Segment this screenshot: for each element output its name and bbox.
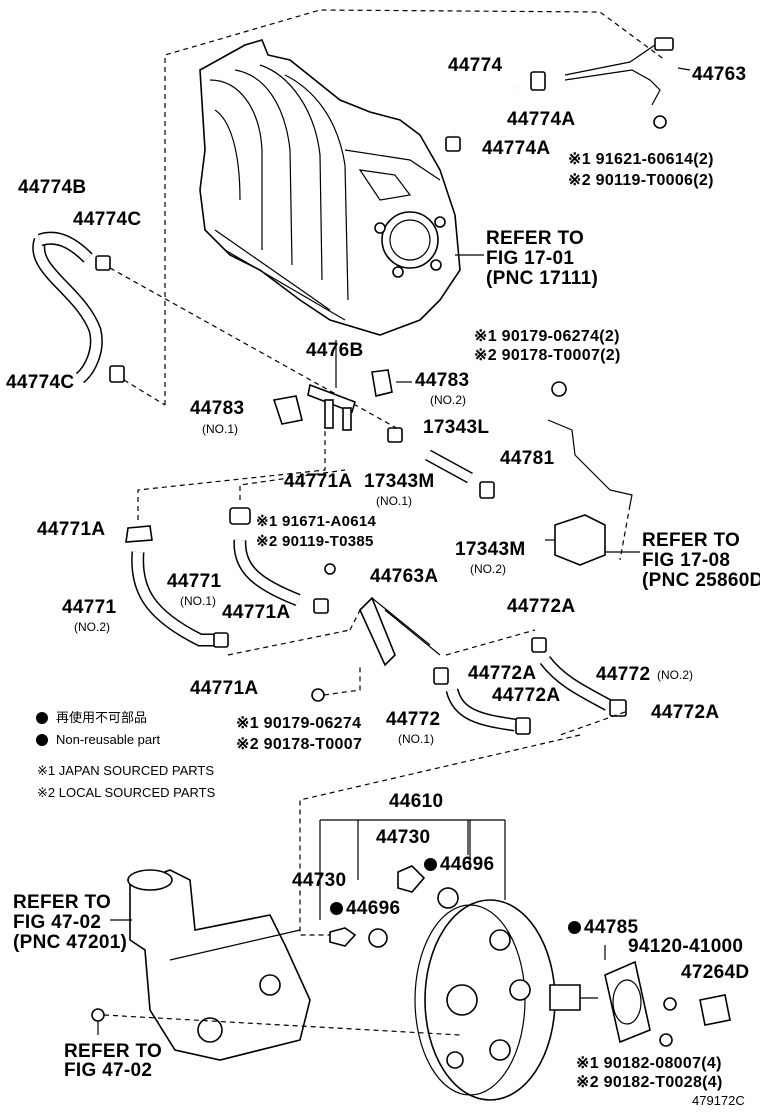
no2-label-b: (NO.2) — [470, 562, 506, 576]
part-44772-no1: 44772 — [386, 709, 441, 730]
refer-17-08-c: (PNC 25860D — [642, 570, 760, 591]
part-44696-a: 44696 — [424, 855, 494, 874]
refer-17-01-b: FIG 17-01 — [486, 248, 575, 269]
refer-17-01-c: (PNC 17111) — [486, 268, 599, 289]
part-44771-no1: 44771 — [167, 571, 222, 592]
master-cylinder-drawing — [127, 869, 311, 1061]
part-44772-no2: 44772 — [596, 664, 651, 685]
refer-17-01-a: REFER TO — [486, 228, 585, 249]
part-44772a-right: 44772A — [651, 702, 720, 723]
non-reusable-dot-icon — [330, 902, 343, 915]
part-44785: 44785 — [568, 918, 638, 937]
part-4476b: 4476B — [306, 340, 364, 361]
legend-en: Non-reusable part — [56, 732, 161, 747]
lc-90119-2: ※2 90119-T0385 — [256, 533, 374, 550]
brake-booster-drawing — [414, 899, 598, 1101]
part-44771a-top: 44771A — [284, 471, 353, 492]
refer-47-02b-b: FIG 47-02 — [64, 1060, 153, 1081]
illustration-number: 479172C — [692, 1093, 745, 1108]
part-47264d: 47264D — [681, 962, 750, 983]
part-44774c-2: 44774C — [6, 372, 75, 393]
part-17343m-no2: 17343M — [455, 539, 526, 560]
no1-label-b: (NO.1) — [376, 494, 412, 508]
part-44783-no1: 44783 — [190, 398, 245, 419]
part-44781: 44781 — [500, 448, 555, 469]
refer-17-08-b: FIG 17-08 — [642, 550, 731, 571]
jp-91621: ※1 91621-60614(2) — [568, 151, 714, 168]
part-44774c-1: 44774C — [73, 209, 142, 230]
part-44763a: 44763A — [370, 566, 439, 587]
part-44696-b: 44696 — [330, 899, 400, 918]
part-44730-a: 44730 — [376, 827, 431, 848]
jp-90179-b: ※1 90179-06274 — [236, 715, 362, 732]
note-local-sourced: ※2 LOCAL SOURCED PARTS — [37, 785, 216, 800]
part-44774b: 44774B — [18, 177, 87, 198]
part-44774: 44774 — [448, 55, 503, 76]
jp-90182: ※1 90182-08007(4) — [576, 1055, 722, 1072]
jp-91671: ※1 91671-A0614 — [256, 513, 377, 530]
part-44730-b: 44730 — [292, 870, 347, 891]
part-44774a-2: 44774A — [482, 138, 551, 159]
part-44771a-bottom: 44771A — [190, 678, 259, 699]
lc-90178-b: ※2 90178-T0007 — [236, 736, 363, 753]
part-44771a-mid: 44771A — [222, 602, 291, 623]
no1-label-a: (NO.1) — [202, 422, 238, 436]
lc-90119-1: ※2 90119-T0006(2) — [568, 172, 714, 189]
intake-manifold-drawing — [199, 39, 461, 336]
note-japan-sourced: ※1 JAPAN SOURCED PARTS — [37, 763, 215, 778]
no2-label-d: (NO.2) — [657, 668, 693, 682]
no1-label-d: (NO.1) — [398, 732, 434, 746]
non-reusable-dot-icon — [424, 858, 437, 871]
legend-jp: 再使用不可部品 — [56, 710, 148, 725]
non-reusable-dot-icon — [568, 921, 581, 934]
refer-47-02-c: (PNC 47201) — [13, 932, 128, 953]
refer-47-02b-a: REFER TO — [64, 1041, 163, 1062]
lc-90178-a: ※2 90178-T0007(2) — [474, 347, 621, 364]
refer-17-08-a: REFER TO — [642, 530, 741, 551]
part-44772a-top: 44772A — [507, 596, 576, 617]
part-44763: 44763 — [692, 64, 747, 85]
part-44774a-1: 44774A — [507, 109, 576, 130]
part-44610: 44610 — [389, 791, 444, 812]
lc-90182: ※2 90182-T0028(4) — [576, 1074, 723, 1091]
part-17343l: 17343L — [423, 417, 490, 438]
refer-47-02-a: REFER TO — [13, 892, 112, 913]
part-44771-no2: 44771 — [62, 597, 117, 618]
no1-label-c: (NO.1) — [180, 594, 216, 608]
refer-47-02-b: FIG 47-02 — [13, 912, 102, 933]
part-94120: 94120-41000 — [628, 936, 744, 957]
part-44783-no2: 44783 — [415, 370, 470, 391]
no2-label-c: (NO.2) — [74, 620, 110, 634]
part-44771a-left: 44771A — [37, 519, 106, 540]
jp-90179-a: ※1 90179-06274(2) — [474, 328, 620, 345]
part-44772a-bottom: 44772A — [492, 685, 561, 706]
part-17343m-no1: 17343M — [364, 471, 435, 492]
part-44772a-mid: 44772A — [468, 663, 537, 684]
no2-label-a: (NO.2) — [430, 393, 466, 407]
